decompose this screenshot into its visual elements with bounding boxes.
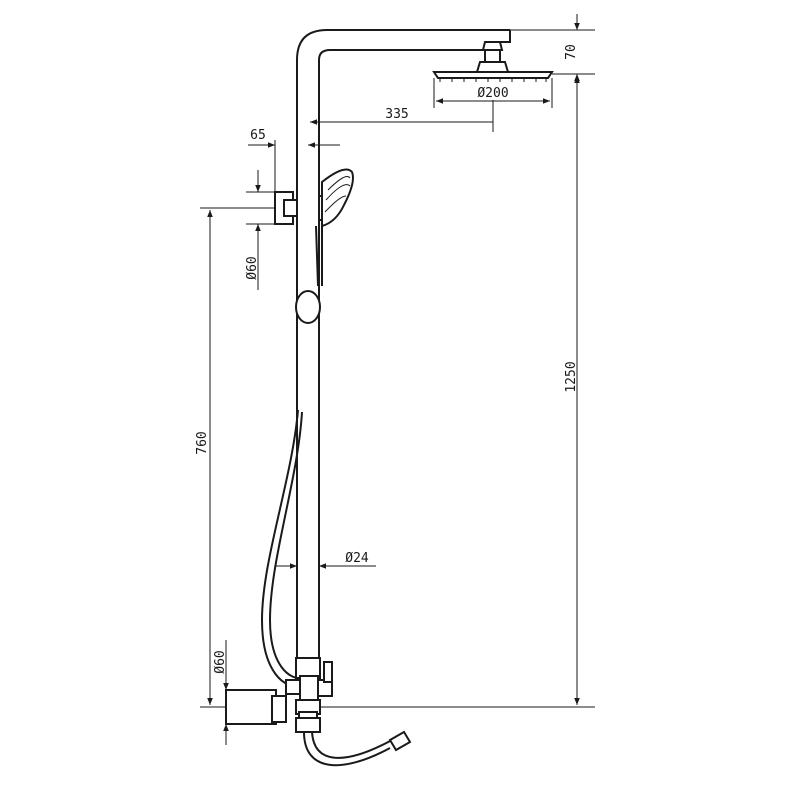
- mixer-valve: [285, 657, 333, 733]
- dim-wall-bracket: Ø60: [200, 170, 275, 290]
- label-wall-bracket: Ø60: [245, 256, 260, 279]
- hand-shower-head: [315, 168, 354, 287]
- slider-knob: [295, 290, 321, 324]
- label-total-height: 1250: [564, 361, 579, 392]
- supply-hose: [303, 730, 412, 767]
- riser-pipe: [296, 29, 511, 676]
- label-mixer-diameter: Ø60: [213, 650, 228, 673]
- label-bracket-height: 760: [195, 431, 210, 454]
- overhead-shower-head: [432, 41, 554, 82]
- label-pipe-diameter: Ø24: [345, 551, 369, 566]
- dim-handshower-offset: 65: [248, 128, 340, 192]
- label-head-diameter: Ø200: [477, 86, 508, 101]
- hand-shower-holder: [274, 191, 328, 225]
- flexible-hose: [260, 409, 303, 687]
- dim-bracket-height: 760: [195, 210, 226, 708]
- dim-pipe-diameter: Ø24: [275, 551, 376, 569]
- dim-total-height: 1250: [320, 76, 595, 708]
- label-arm-reach: 335: [385, 107, 408, 122]
- dim-arm-reach: 335: [310, 100, 494, 132]
- dim-mixer-diameter: Ø60: [213, 640, 229, 745]
- label-handshower-offset: 65: [250, 128, 266, 143]
- wall-mount-flange: [225, 689, 287, 725]
- label-overhead-drop: 70: [564, 44, 579, 60]
